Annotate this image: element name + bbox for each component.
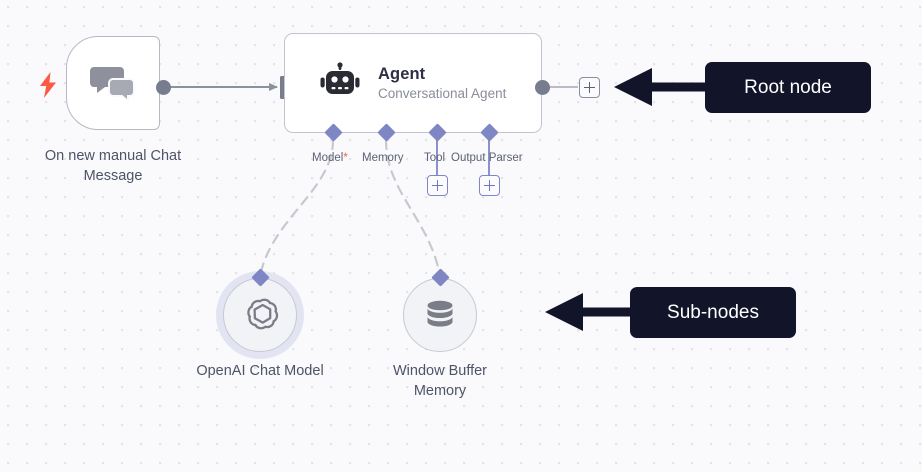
port-required-marker: * xyxy=(343,152,348,164)
node-trigger-chat-message[interactable] xyxy=(66,36,160,130)
trigger-output-port[interactable] xyxy=(156,80,171,95)
node-window-buffer-memory[interactable] xyxy=(403,278,477,352)
agent-subtitle: Conversational Agent xyxy=(378,85,507,101)
add-tool-subnode-button[interactable] xyxy=(427,175,448,196)
port-label-memory: Memory xyxy=(362,152,404,164)
node-openai-caption: OpenAI Chat Model xyxy=(196,363,324,379)
node-trigger-caption: On new manual Chat Message xyxy=(44,148,182,184)
port-label-output-parser: Output Parser xyxy=(451,152,523,164)
agent-add-node-button[interactable] xyxy=(579,77,600,98)
sub-nodes-arrow xyxy=(545,293,642,331)
port-label-model: Model* xyxy=(312,152,348,164)
add-output-parser-subnode-button[interactable] xyxy=(479,175,500,196)
agent-output-port[interactable] xyxy=(535,80,550,95)
lightning-bolt-icon xyxy=(40,72,56,98)
node-openai-chat-model[interactable] xyxy=(223,278,297,352)
port-label-model-text: Model xyxy=(312,152,344,164)
node-agent[interactable]: Agent Conversational Agent xyxy=(284,33,542,133)
callout-root-node: Root node xyxy=(705,62,871,113)
node-memory-caption: Window Buffer Memory xyxy=(392,363,488,399)
openai-logo-icon xyxy=(247,298,279,330)
callout-sub-nodes: Sub-nodes xyxy=(630,287,796,338)
port-label-tool: Tool xyxy=(424,152,446,164)
root-node-arrow xyxy=(614,68,718,106)
chat-bubbles-icon xyxy=(90,67,135,103)
agent-title: Agent xyxy=(378,64,426,83)
robot-icon xyxy=(320,62,360,94)
database-icon xyxy=(427,300,453,327)
